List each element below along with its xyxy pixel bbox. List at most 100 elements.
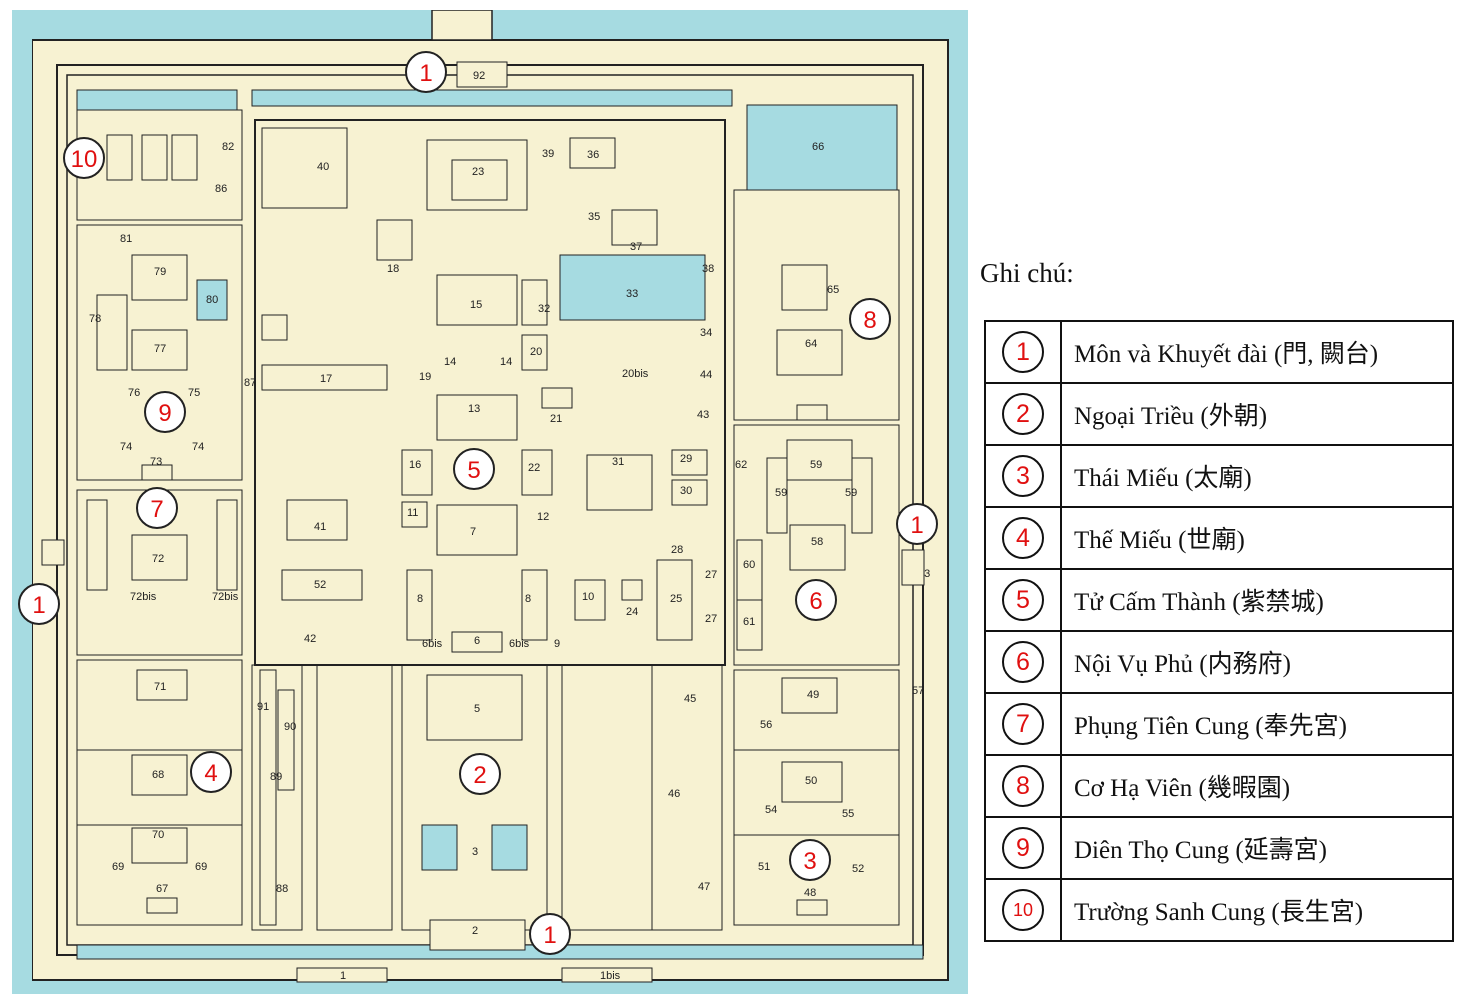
- svg-text:49: 49: [807, 689, 819, 701]
- svg-text:71: 71: [154, 681, 166, 693]
- svg-text:39: 39: [542, 148, 554, 160]
- svg-text:3: 3: [472, 846, 478, 858]
- legend-row: 2 Ngoại Triều (外朝): [984, 382, 1454, 446]
- svg-text:43: 43: [697, 409, 709, 421]
- svg-text:17: 17: [320, 373, 332, 385]
- svg-text:78: 78: [89, 313, 101, 325]
- marker-3: 3: [789, 839, 831, 881]
- svg-text:2: 2: [472, 925, 478, 937]
- legend-row: 5 Tử Cấm Thành (紫禁城): [984, 568, 1454, 632]
- svg-text:64: 64: [805, 338, 817, 350]
- svg-text:14: 14: [500, 356, 512, 368]
- svg-text:15: 15: [470, 299, 482, 311]
- svg-text:12: 12: [537, 511, 549, 523]
- svg-text:25: 25: [670, 593, 682, 605]
- lake-66: [746, 104, 898, 191]
- svg-text:56: 56: [760, 719, 772, 731]
- svg-text:58: 58: [811, 536, 823, 548]
- svg-text:66: 66: [812, 141, 824, 153]
- svg-text:89: 89: [270, 771, 282, 783]
- svg-text:5: 5: [474, 703, 480, 715]
- svg-text:40: 40: [317, 161, 329, 173]
- legend-label: Ngoại Triều (外朝): [1060, 382, 1454, 446]
- legend-row: 10 Trường Sanh Cung (長生宮): [984, 878, 1454, 942]
- svg-text:51: 51: [758, 861, 770, 873]
- marker-8: 8: [849, 298, 891, 340]
- marker-9: 9: [144, 391, 186, 433]
- svg-text:42: 42: [304, 633, 316, 645]
- pond-33: [559, 254, 706, 321]
- svg-text:52: 52: [852, 863, 864, 875]
- legend-number: 5: [1002, 579, 1044, 621]
- svg-text:6: 6: [809, 588, 822, 615]
- svg-text:10: 10: [71, 146, 98, 173]
- svg-text:1: 1: [543, 922, 556, 949]
- svg-text:32: 32: [538, 303, 550, 315]
- svg-text:20bis: 20bis: [622, 368, 649, 380]
- svg-text:45: 45: [684, 693, 696, 705]
- svg-text:57: 57: [912, 685, 924, 697]
- legend-number: 9: [1002, 827, 1044, 869]
- svg-text:31: 31: [612, 456, 624, 468]
- svg-text:34: 34: [700, 327, 712, 339]
- svg-text:82: 82: [222, 141, 234, 153]
- svg-text:14: 14: [444, 356, 456, 368]
- svg-text:81: 81: [120, 233, 132, 245]
- svg-text:90: 90: [284, 721, 296, 733]
- legend-number: 4: [1002, 517, 1044, 559]
- svg-text:1: 1: [32, 592, 45, 619]
- svg-text:36: 36: [587, 149, 599, 161]
- marker-5: 5: [453, 448, 495, 490]
- svg-text:69: 69: [195, 861, 207, 873]
- svg-text:41: 41: [314, 521, 326, 533]
- svg-text:9: 9: [554, 638, 560, 650]
- svg-text:29: 29: [680, 453, 692, 465]
- legend-label: Thế Miếu (世廟): [1060, 506, 1454, 570]
- svg-text:33: 33: [626, 288, 638, 300]
- svg-text:44: 44: [700, 369, 712, 381]
- svg-text:76: 76: [128, 387, 140, 399]
- legend-label: Diên Thọ Cung (延壽宮): [1060, 816, 1454, 880]
- svg-text:21: 21: [550, 413, 562, 425]
- svg-text:1: 1: [419, 60, 432, 87]
- svg-text:65: 65: [827, 284, 839, 296]
- svg-text:50: 50: [805, 775, 817, 787]
- svg-text:77: 77: [154, 343, 166, 355]
- svg-text:8: 8: [863, 307, 876, 334]
- svg-text:79: 79: [154, 266, 166, 278]
- svg-text:5: 5: [467, 457, 480, 484]
- legend-label: Nội Vụ Phủ (内務府): [1060, 630, 1454, 694]
- svg-text:6: 6: [474, 635, 480, 647]
- svg-text:6bis: 6bis: [509, 638, 530, 650]
- svg-text:37: 37: [630, 241, 642, 253]
- svg-text:8: 8: [525, 593, 531, 605]
- svg-text:2: 2: [473, 762, 486, 789]
- svg-text:30: 30: [680, 485, 692, 497]
- svg-text:80: 80: [206, 294, 218, 306]
- legend-label: Cơ Hạ Viên (幾暇園): [1060, 754, 1454, 818]
- svg-text:3: 3: [803, 848, 816, 875]
- svg-text:75: 75: [188, 387, 200, 399]
- svg-text:91: 91: [257, 701, 269, 713]
- svg-text:72bis: 72bis: [212, 591, 239, 603]
- svg-text:23: 23: [472, 166, 484, 178]
- marker-10: 10: [63, 137, 105, 179]
- svg-text:61: 61: [743, 616, 755, 628]
- marker-1-west: 1: [18, 583, 60, 625]
- svg-text:11: 11: [407, 507, 418, 519]
- legend-row: 3 Thái Miếu (太廟): [984, 444, 1454, 508]
- legend-number: 3: [1002, 455, 1044, 497]
- legend-title: Ghi chú:: [980, 258, 1074, 288]
- svg-text:70: 70: [152, 829, 164, 841]
- legend-number: 6: [1002, 641, 1044, 683]
- svg-text:27: 27: [705, 569, 717, 581]
- svg-text:88: 88: [276, 883, 288, 895]
- legend-row: 4 Thế Miếu (世廟): [984, 506, 1454, 570]
- legend-row: 1 Môn và Khuyết đài (門, 闕台): [984, 320, 1454, 384]
- svg-text:72: 72: [152, 553, 164, 565]
- svg-text:1: 1: [340, 970, 346, 982]
- svg-text:68: 68: [152, 769, 164, 781]
- svg-text:55: 55: [842, 808, 854, 820]
- svg-text:22: 22: [528, 462, 540, 474]
- svg-text:35: 35: [588, 211, 600, 223]
